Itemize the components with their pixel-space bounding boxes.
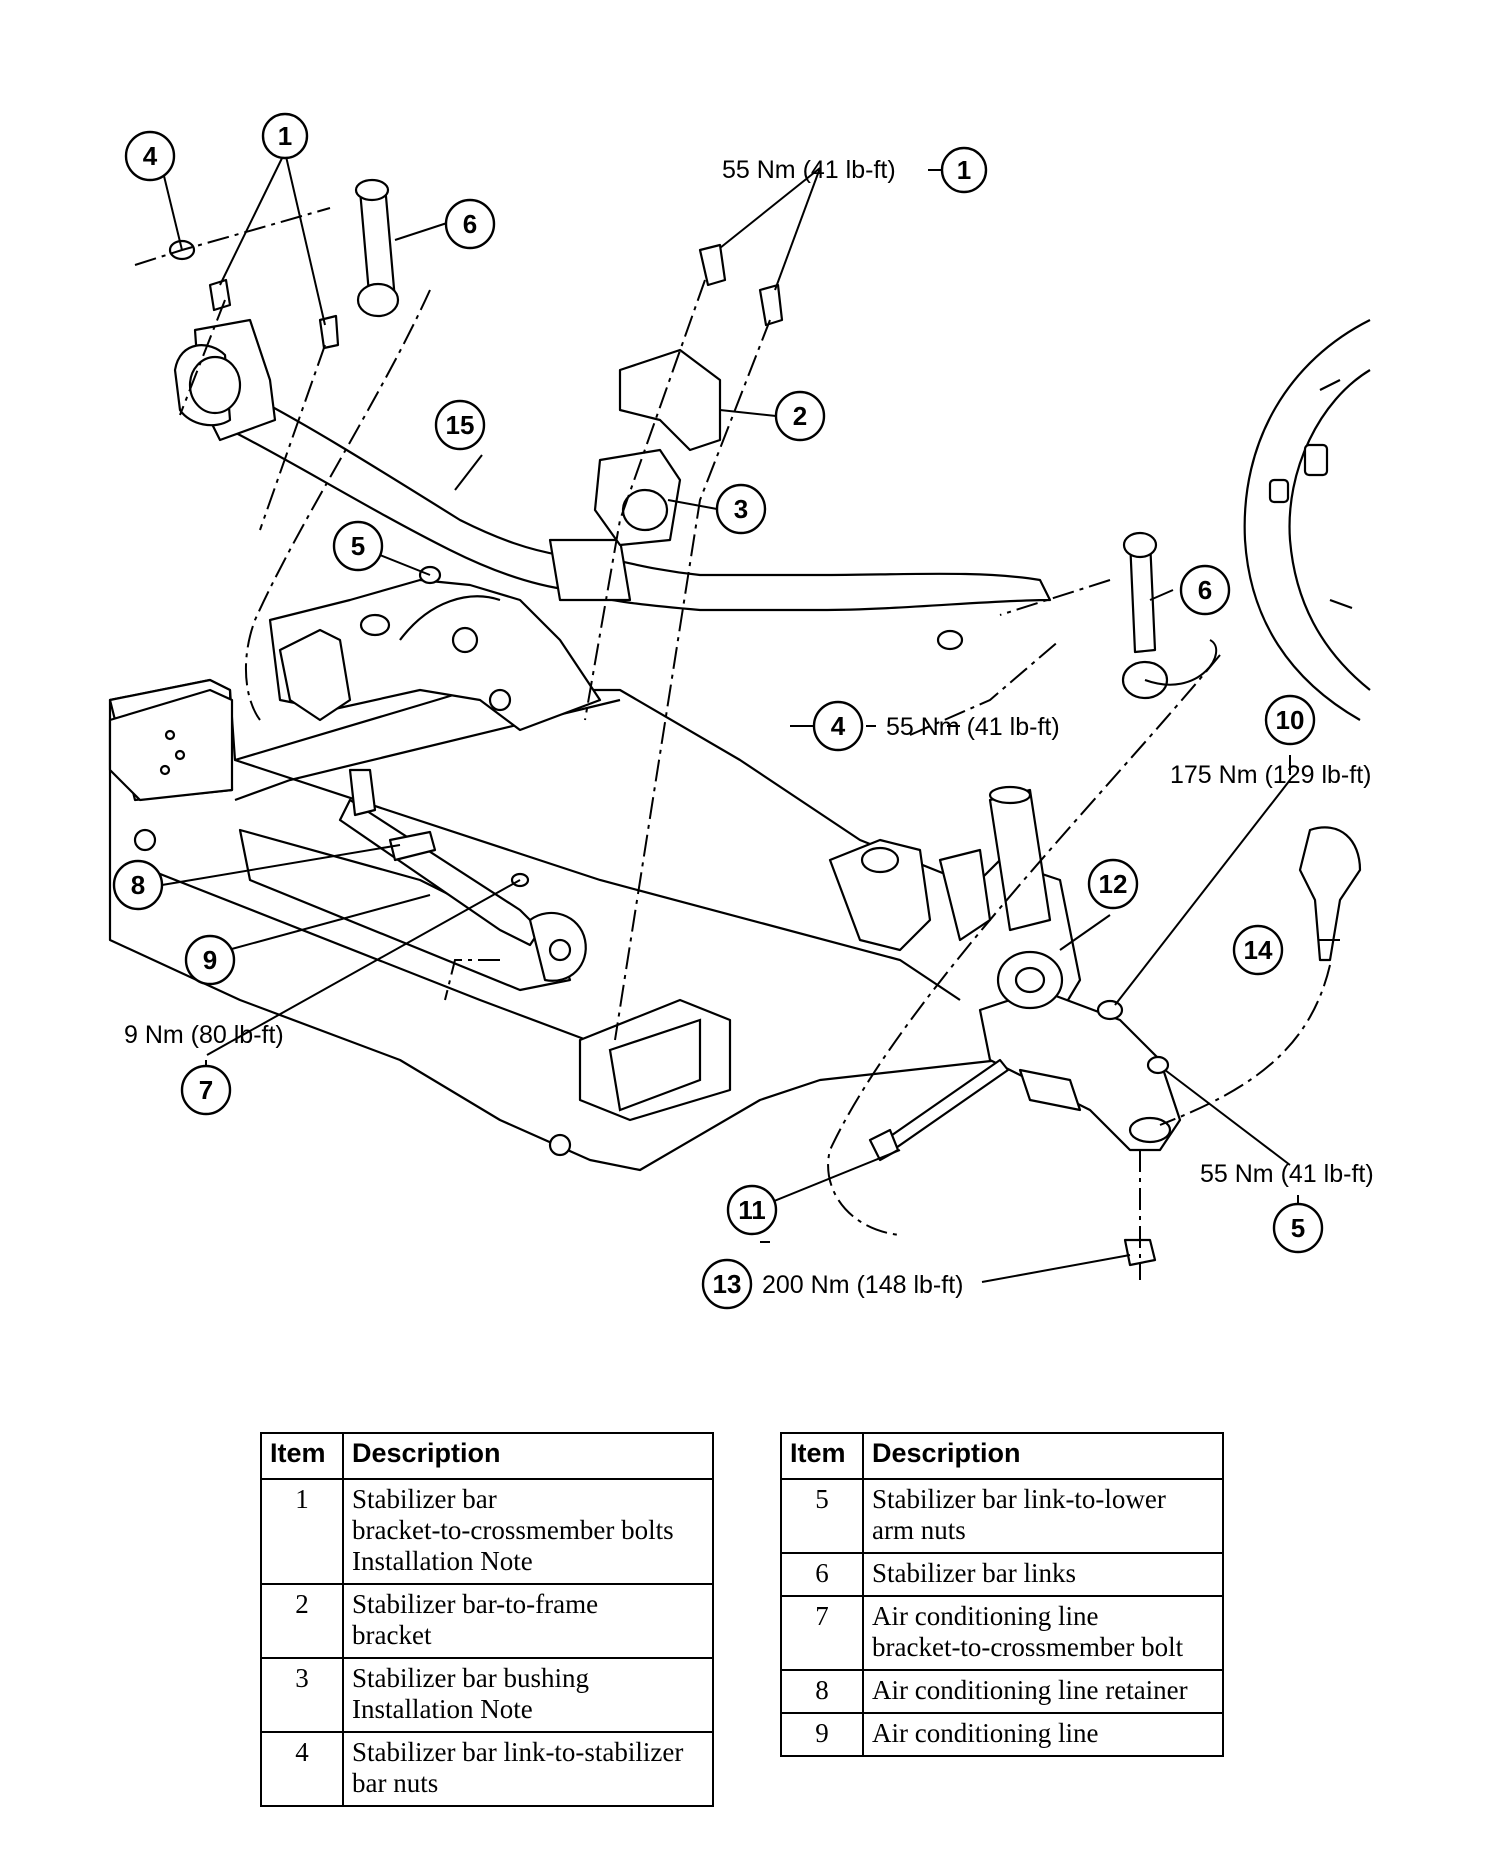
item-number: 5	[780, 1478, 864, 1554]
svg-text:5: 5	[1291, 1213, 1305, 1243]
torque-spec-5: 55 Nm (41 lb-ft)	[1200, 1160, 1374, 1188]
svg-text:12: 12	[1099, 869, 1128, 899]
table-row: 2 Stabilizer bar-to-frame bracket	[260, 1583, 714, 1659]
column-header-description: Description	[342, 1432, 714, 1480]
callout-10: 10	[1264, 694, 1316, 746]
item-number: 3	[260, 1657, 344, 1733]
callout-1-top-right: 1	[940, 146, 988, 194]
table-row: 3 Stabilizer bar bushing Installation No…	[260, 1657, 714, 1733]
svg-text:1: 1	[278, 121, 292, 151]
callout-4-center: 4	[812, 700, 864, 752]
table-row: 4 Stabilizer bar link-to-stabilizer bar …	[260, 1731, 714, 1807]
callout-5-lower: 5	[1272, 1202, 1324, 1254]
svg-text:2: 2	[793, 401, 807, 431]
table-row: 6 Stabilizer bar links	[780, 1552, 1224, 1597]
item-description: Stabilizer bar bushing Installation Note	[342, 1657, 714, 1733]
svg-text:8: 8	[131, 870, 145, 900]
callout-2: 2	[774, 390, 826, 442]
svg-text:6: 6	[463, 209, 477, 239]
svg-text:6: 6	[1198, 575, 1212, 605]
description-line: Air conditioning line	[872, 1601, 1099, 1631]
svg-text:10: 10	[1276, 705, 1305, 735]
torque-spec-4: 55 Nm (41 lb-ft)	[886, 713, 1060, 741]
item-number: 2	[260, 1583, 344, 1659]
callout-7: 7	[180, 1064, 232, 1116]
description-line: Stabilizer bar	[352, 1484, 497, 1514]
callout-12: 12	[1087, 858, 1139, 910]
svg-text:9: 9	[203, 945, 217, 975]
torque-spec-13: 200 Nm (148 lb-ft)	[762, 1271, 963, 1299]
description-line: bracket-to-crossmember bolts	[352, 1515, 674, 1545]
exploded-suspension-diagram: 1 1 2 3 4 4 5 5 6 6 7 8	[108, 112, 1374, 1310]
svg-text:1: 1	[957, 155, 971, 185]
description-line: arm nuts	[872, 1515, 966, 1545]
description-line: Installation Note	[352, 1546, 533, 1576]
callout-6-top-left: 6	[444, 198, 496, 250]
description-line: Air conditioning line retainer	[872, 1675, 1188, 1705]
callout-3: 3	[715, 483, 767, 535]
table-row: 9 Air conditioning line	[780, 1712, 1224, 1757]
item-number: 4	[260, 1731, 344, 1807]
callout-5-upper: 5	[332, 520, 384, 572]
legend-table-left: Item Description 1 Stabilizer bar bracke…	[260, 1432, 714, 1807]
table-header-row: Item Description	[260, 1432, 714, 1480]
torque-spec-1: 55 Nm (41 lb-ft)	[722, 156, 896, 184]
legend-table-right: Item Description 5 Stabilizer bar link-t…	[780, 1432, 1224, 1757]
table-row: 5 Stabilizer bar link-to-lower arm nuts	[780, 1478, 1224, 1554]
item-number: 8	[780, 1669, 864, 1714]
item-number: 9	[780, 1712, 864, 1757]
description-line: bar nuts	[352, 1768, 439, 1798]
torque-spec-7: 9 Nm (80 lb-ft)	[124, 1021, 284, 1049]
svg-text:7: 7	[199, 1075, 213, 1105]
svg-text:5: 5	[351, 531, 365, 561]
svg-text:4: 4	[831, 711, 846, 741]
callout-11: 11	[726, 1184, 778, 1236]
item-description: Air conditioning line retainer	[862, 1669, 1224, 1714]
callout-8: 8	[112, 859, 164, 911]
description-line: bracket	[352, 1620, 432, 1650]
description-line: Stabilizer bar bushing	[352, 1663, 589, 1693]
callout-13: 13	[701, 1258, 753, 1310]
svg-text:4: 4	[143, 141, 158, 171]
svg-text:3: 3	[734, 494, 748, 524]
assembly-lines	[134, 207, 1331, 1280]
item-description: Stabilizer bar link-to-stabilizer bar nu…	[342, 1731, 714, 1807]
svg-text:11: 11	[738, 1195, 766, 1225]
description-line: Installation Note	[352, 1694, 533, 1724]
item-description: Stabilizer bar link-to-lower arm nuts	[862, 1478, 1224, 1554]
table-row: 7 Air conditioning line bracket-to-cross…	[780, 1595, 1224, 1671]
item-description: Stabilizer bar-to-frame bracket	[342, 1583, 714, 1659]
callout-4-top-left: 4	[124, 130, 176, 182]
svg-text:14: 14	[1244, 935, 1273, 965]
table-row: 1 Stabilizer bar bracket-to-crossmember …	[260, 1478, 714, 1585]
item-description: Stabilizer bar bracket-to-crossmember bo…	[342, 1478, 714, 1585]
item-number: 7	[780, 1595, 864, 1671]
item-description: Air conditioning line	[862, 1712, 1224, 1757]
svg-text:13: 13	[713, 1269, 742, 1299]
item-number: 6	[780, 1552, 864, 1597]
description-line: bracket-to-crossmember bolt	[872, 1632, 1184, 1662]
callout-14: 14	[1232, 924, 1284, 976]
column-header-item: Item	[780, 1432, 864, 1480]
description-line: Stabilizer bar link-to-lower	[872, 1484, 1166, 1514]
torque-spec-10: 175 Nm (129 lb-ft)	[1170, 761, 1371, 789]
callout-9: 9	[184, 934, 236, 986]
callout-15: 15	[434, 399, 486, 451]
description-line: Air conditioning line	[872, 1718, 1099, 1748]
item-description: Stabilizer bar links	[862, 1552, 1224, 1597]
table-row: 8 Air conditioning line retainer	[780, 1669, 1224, 1714]
callout-1-top-left: 1	[261, 112, 309, 160]
svg-text:15: 15	[446, 410, 475, 440]
description-line: Stabilizer bar link-to-stabilizer	[352, 1737, 684, 1767]
table-header-row: Item Description	[780, 1432, 1224, 1480]
callout-6-right: 6	[1179, 564, 1231, 616]
column-header-description: Description	[862, 1432, 1224, 1480]
description-line: Stabilizer bar links	[872, 1558, 1076, 1588]
description-line: Stabilizer bar-to-frame	[352, 1589, 599, 1619]
column-header-item: Item	[260, 1432, 344, 1480]
line-art	[108, 178, 1371, 1267]
item-number: 1	[260, 1478, 344, 1585]
item-description: Air conditioning line bracket-to-crossme…	[862, 1595, 1224, 1671]
